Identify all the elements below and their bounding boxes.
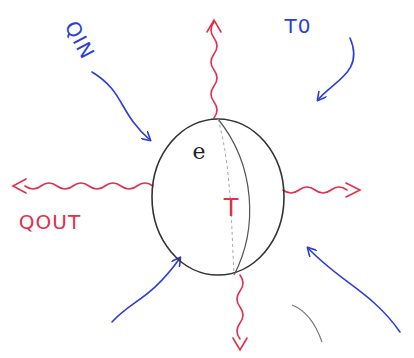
radiation-arrowhead [346,183,360,197]
radiation-arrowhead [13,179,26,193]
heat-in-arrow [318,38,354,100]
heat-in-arrow [308,248,400,332]
sphere-body: eT [151,118,285,276]
radiation-arrowhead [233,338,247,350]
sphere-symbol: T [224,196,239,220]
heat-in-arrow [92,72,150,140]
heat-in-arrow [112,258,180,322]
radiation-arrowhead [207,20,221,32]
flow-label: QOUT [19,212,81,232]
radiation-wave [283,187,347,193]
radiation-wave [211,22,217,118]
flow-label: T0 [285,16,312,36]
sphere-outline [151,118,285,276]
flow-label: QIN [62,18,98,62]
radiation-wave [25,183,153,189]
sphere-symbol: e [192,141,205,163]
radiation-wave [237,275,243,339]
stray-stroke [292,305,322,342]
